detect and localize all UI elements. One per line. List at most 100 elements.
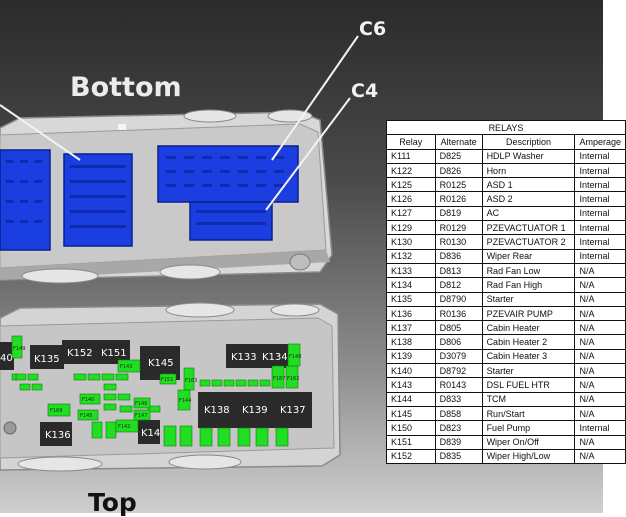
- cell-description: Wiper High/Low: [481, 448, 576, 465]
- cell-description: Starter: [481, 291, 576, 307]
- fuse-label-f142: F142: [118, 424, 130, 430]
- cell-description: AC: [481, 205, 576, 222]
- relay-label-k139: K139: [242, 405, 268, 416]
- cell-alternate: D3079: [434, 348, 483, 365]
- cell-relay: K126: [386, 191, 436, 207]
- cell-alternate: D826: [434, 162, 483, 179]
- cell-description: Rad Fan High: [481, 277, 576, 293]
- cell-description: Wiper On/Off: [481, 434, 576, 450]
- fuse-label-f143: F143: [120, 364, 132, 370]
- fuse-label-f163: F163: [185, 378, 197, 384]
- fuse-label-f140: F140: [82, 397, 94, 403]
- cell-alternate: D835: [434, 448, 483, 465]
- cell-alternate: D833: [434, 391, 483, 407]
- header-alternate: Alternate: [434, 134, 483, 150]
- cell-alternate: D819: [434, 205, 483, 222]
- fuse-label-f149: F149: [13, 346, 25, 352]
- cell-amperage: N/A: [574, 334, 626, 350]
- relay-label-k140: 40: [0, 353, 13, 364]
- relay-k152: [62, 340, 96, 364]
- connector-c4: [189, 201, 273, 241]
- top-view-title: Top: [88, 488, 137, 517]
- bottom-fuse-columns: [91, 421, 289, 447]
- cell-alternate: D825: [434, 148, 483, 164]
- cell-alternate: R0130: [434, 234, 483, 250]
- cell-amperage: Internal: [574, 191, 626, 207]
- relay-label-k137: K137: [280, 405, 306, 416]
- cell-amperage: Internal: [574, 248, 626, 264]
- cell-description: Starter: [481, 363, 576, 379]
- relay-label-k133: K133: [231, 352, 257, 363]
- relay-label-k136: K136: [45, 430, 71, 441]
- header-amperage: Amperage: [574, 134, 626, 150]
- relay-k133: [226, 344, 260, 368]
- connector-left: [0, 149, 51, 251]
- mounting-hole: [3, 421, 17, 435]
- fuse-label-f144: F144: [179, 398, 191, 404]
- cell-amperage: Internal: [574, 420, 626, 436]
- bottom-view-title: Bottom: [70, 72, 182, 103]
- fuse-label-f151: F151: [161, 377, 173, 383]
- labelled-fuses: F149 F143 F151 F163 F144 F187 F162 F148 …: [11, 335, 301, 433]
- fuse-label-f162: F162: [287, 376, 299, 382]
- cell-relay: K125: [386, 177, 436, 193]
- relay-k139: [236, 392, 274, 428]
- cell-alternate: D806: [434, 334, 483, 350]
- cell-alternate: D813: [434, 262, 483, 279]
- cell-description: Rad Fan Low: [481, 262, 576, 279]
- relay-label-k134: K134: [262, 352, 288, 363]
- cell-alternate: D805: [434, 320, 483, 336]
- cell-alternate: D812: [434, 277, 483, 293]
- cell-amperage: N/A: [574, 291, 626, 307]
- cell-relay: K151: [386, 434, 436, 450]
- cell-alternate: D858: [434, 405, 483, 422]
- cell-description: Cabin Heater 3: [481, 348, 576, 365]
- cell-alternate: R0136: [434, 305, 483, 322]
- cell-relay: K122: [386, 162, 436, 179]
- cell-relay: K150: [386, 420, 436, 436]
- cell-alternate: D8790: [434, 291, 483, 307]
- callout-c4: C4: [351, 80, 379, 102]
- fuse-label-f145: F145: [80, 413, 92, 419]
- cell-description: Cabin Heater 2: [481, 334, 576, 350]
- relay-k134: [258, 344, 292, 368]
- cell-amperage: N/A: [574, 434, 626, 450]
- cell-description: ASD 2: [481, 191, 576, 207]
- cell-relay: K129: [386, 220, 436, 236]
- cell-relay: K140: [386, 363, 436, 379]
- cell-amperage: Internal: [574, 177, 626, 193]
- cell-relay: K143: [386, 377, 436, 393]
- callout-c6: C6: [359, 18, 387, 40]
- cell-description: PZEVAIR PUMP: [481, 305, 576, 322]
- cell-relay: K132: [386, 248, 436, 264]
- cell-description: Wiper Rear: [481, 248, 576, 264]
- cell-amperage: N/A: [574, 377, 626, 393]
- relay-k135: [30, 345, 64, 369]
- cell-relay: K139: [386, 348, 436, 365]
- cell-description: Fuel Pump: [481, 420, 576, 436]
- relay-label-k135: K135: [34, 354, 60, 365]
- cell-amperage: N/A: [574, 305, 626, 322]
- relays-table: RELAYS Relay Alternate Description Amper…: [386, 119, 626, 465]
- cell-relay: K136: [386, 305, 436, 322]
- relays-table-header: Relay Alternate Description Amperage: [386, 134, 626, 150]
- relay-label-k151: K151: [101, 348, 127, 359]
- cell-amperage: N/A: [574, 262, 626, 279]
- fuse-label-f148: F148: [289, 354, 301, 360]
- relay-label-k152: K152: [67, 348, 93, 359]
- cell-amperage: Internal: [574, 234, 626, 250]
